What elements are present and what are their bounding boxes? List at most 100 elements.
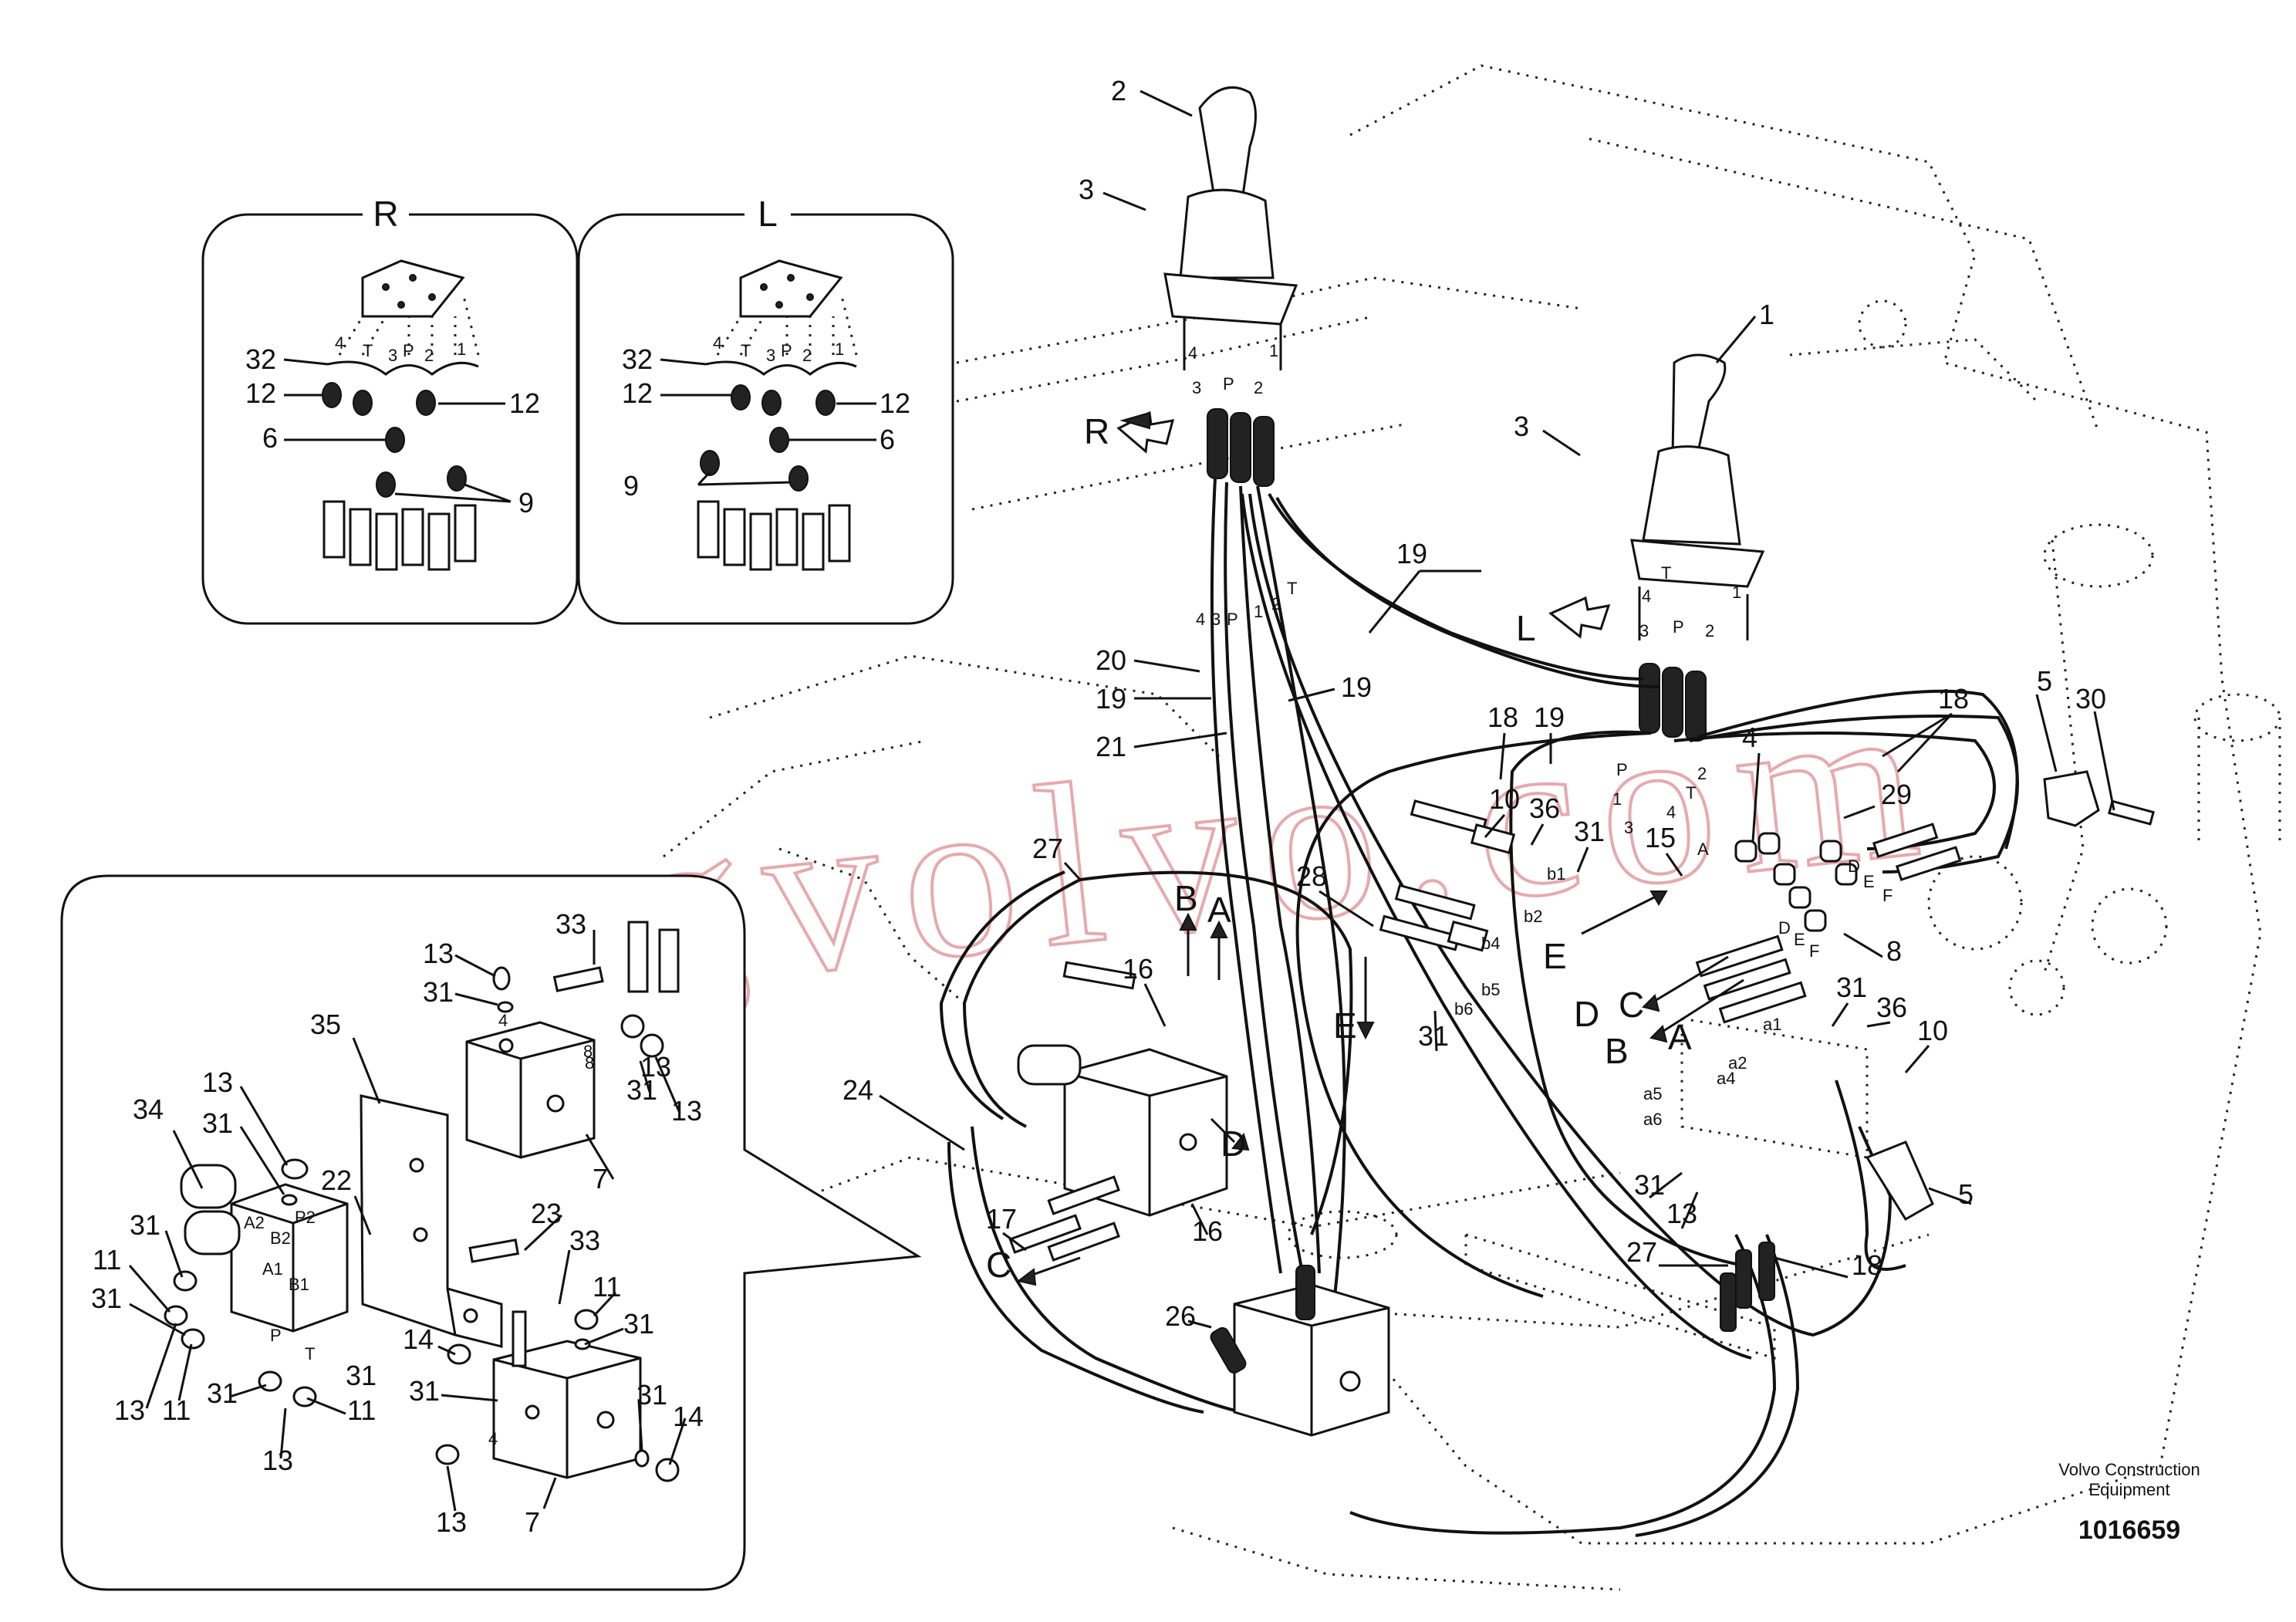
hose-routing <box>939 478 2019 1537</box>
port-tag-28: D <box>1778 918 1791 938</box>
callout-26: 26 <box>1165 1300 1196 1332</box>
port-tag-33: b4 <box>1481 934 1500 953</box>
callout-31-d: 31 <box>1634 1169 1665 1201</box>
port-tag-40: a6 <box>1643 1110 1662 1129</box>
callout-27-a: 27 <box>1032 833 1063 864</box>
detail-port-p: P <box>270 1326 282 1345</box>
callout-31-b: 31 <box>1418 1020 1449 1052</box>
port-tag-3: P <box>1227 610 1238 629</box>
port-tag-2: 3 <box>1211 610 1221 629</box>
callout-18-a: 18 <box>1487 701 1518 733</box>
callout-15: 15 <box>1645 822 1676 853</box>
detail-callout-31e: 31 <box>91 1282 122 1314</box>
panel-left-callout-12a: 12 <box>622 377 653 409</box>
detail-callout-11: 11 <box>93 1244 121 1276</box>
inset-panel-right: R 4 T 3 P 2 1 32 12 12 6 9 <box>201 194 579 625</box>
joystick-left-hose-ends <box>1639 663 1707 742</box>
port-tag-19: 1 <box>1612 789 1622 809</box>
letter-e-right: E <box>1543 936 1567 976</box>
panel-right-port-p: P <box>403 341 414 360</box>
detail-port-t: T <box>305 1344 315 1363</box>
detail-callout-8: 8 <box>583 1042 593 1061</box>
joystick-right <box>1116 86 1298 487</box>
port-tag-27: F <box>1882 886 1893 905</box>
callout-3-upper: 3 <box>1079 174 1094 205</box>
detail-port-4a: 4 <box>498 1011 508 1030</box>
manifold-fittings <box>1008 770 2155 1332</box>
letter-c-right: C <box>1619 985 1644 1025</box>
detail-callout-22: 22 <box>321 1164 352 1196</box>
callout-18-b: 18 <box>1938 683 1969 715</box>
port-tag-17: T <box>1661 563 1671 583</box>
detail-callout-11c: 11 <box>347 1394 376 1426</box>
port-tag-11: 2 <box>1254 378 1263 397</box>
callout-19-b: 19 <box>1096 683 1126 715</box>
valve-blocks <box>1017 1044 1390 1437</box>
port-tag-36: a1 <box>1763 1015 1781 1034</box>
direction-arrows <box>1016 411 1744 1286</box>
callout-3-lower: 3 <box>1514 411 1529 442</box>
port-tag-4: 1 <box>1254 602 1263 621</box>
callout-8: 8 <box>1886 935 1902 967</box>
detail-callout-31f: 31 <box>207 1377 238 1409</box>
main-callouts: 2 3 1 3 19 20 19 21 19 18 19 18 5 30 4 1… <box>842 75 2115 1332</box>
port-tag-14: 3 <box>1639 621 1649 640</box>
callout-19-d: 19 <box>1534 701 1565 733</box>
panel-right-port-3: 3 <box>388 346 397 365</box>
panel-right-port-t: T <box>363 341 373 360</box>
panel-left-callout-32: 32 <box>622 343 653 375</box>
callout-10-a: 10 <box>1489 783 1520 815</box>
port-tag-26: E <box>1863 872 1875 891</box>
detail-port-a1: A1 <box>262 1259 283 1279</box>
detail-callout-31j: 31 <box>636 1379 667 1411</box>
port-tag-1: 4 <box>1196 610 1205 629</box>
callout-31-a: 31 <box>1574 816 1605 847</box>
detail-callout-31c: 31 <box>626 1074 657 1106</box>
detail-callout-13d: 13 <box>114 1394 145 1426</box>
port-tag-12: 4 <box>1642 586 1651 606</box>
port-tag-7: 4 <box>1188 343 1197 363</box>
detail-port-8: 8 <box>585 1053 594 1073</box>
port-tag-39: a5 <box>1643 1084 1662 1103</box>
detail-callout-11b: 11 <box>162 1394 191 1426</box>
detail-callout-31i: 31 <box>623 1308 654 1340</box>
panel-left-port-1: 1 <box>835 340 844 359</box>
panel-left-port-4: 4 <box>713 333 722 353</box>
letter-e-left: E <box>1333 1005 1357 1046</box>
port-tag-24: A <box>1697 840 1709 859</box>
figure-caption: Volvo Construction Equipment 1016659 <box>2058 1460 2200 1545</box>
detail-callout-31d: 31 <box>130 1209 160 1241</box>
port-tag-20: 2 <box>1697 764 1707 783</box>
port-tag-29: E <box>1794 930 1805 949</box>
callout-19-a: 19 <box>1396 538 1427 569</box>
port-tag-6: T <box>1287 579 1297 598</box>
port-tag-35: b6 <box>1454 999 1473 1019</box>
panel-right-port-4: 4 <box>335 333 344 353</box>
callout-16-b: 16 <box>1192 1215 1223 1247</box>
callout-5-lower: 5 <box>1958 1178 1974 1210</box>
callout-19-c: 19 <box>1341 671 1372 703</box>
panel-right-callout-6: 6 <box>262 422 278 454</box>
panel-right-callout-12a: 12 <box>245 377 276 409</box>
detail-callout-14b: 14 <box>673 1401 704 1432</box>
panel-left-port-2: 2 <box>802 346 812 365</box>
panel-left-callout-9: 9 <box>623 470 639 502</box>
port-tag-8: 1 <box>1269 341 1278 360</box>
panel-left-title: L <box>758 194 778 234</box>
detail-callout-7b: 7 <box>525 1506 540 1538</box>
port-tag-37: a2 <box>1728 1053 1747 1073</box>
port-tag-34: b5 <box>1481 980 1500 999</box>
panel-left-port-t: T <box>741 341 751 360</box>
joystick-left <box>1548 353 1765 742</box>
callout-29: 29 <box>1881 779 1912 810</box>
port-tag-9: 3 <box>1192 378 1201 397</box>
callout-28: 28 <box>1296 860 1327 892</box>
detail-callout-33b: 33 <box>569 1225 600 1256</box>
port-tag-23: 3 <box>1624 818 1633 837</box>
detail-callout-13b: 13 <box>202 1066 233 1098</box>
panel-right-title: R <box>373 194 398 234</box>
panel-left-port-3: 3 <box>766 346 775 365</box>
inset-panel-left: L 4 T 3 P 2 1 32 12 12 6 9 <box>577 194 954 625</box>
callout-18-c: 18 <box>1852 1249 1882 1281</box>
detail-port-p2: P2 <box>295 1208 316 1227</box>
